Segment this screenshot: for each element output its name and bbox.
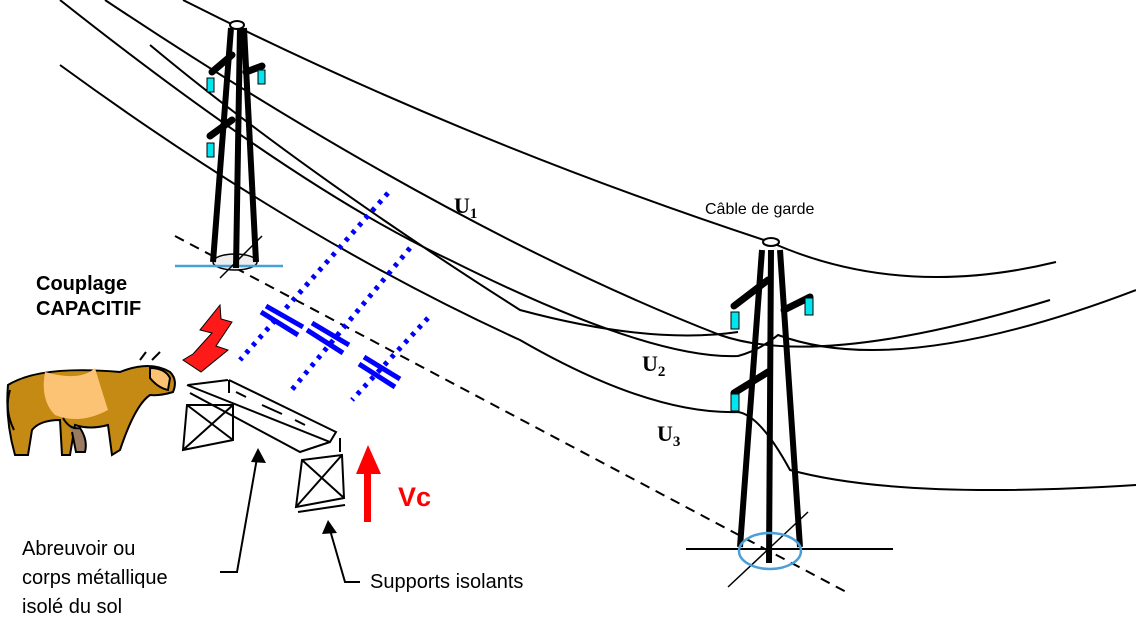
coupling-paths [238,191,430,402]
u2-symbol: U [642,351,658,376]
u1-symbol: U [454,193,470,218]
coupling-title-line2: CAPACITIF [36,298,142,320]
u1-label: U1 [454,193,477,223]
trough-note-line2: corps métallique [22,567,168,589]
u3-subscript: 3 [672,434,681,450]
supports-note: Supports isolants [370,571,524,593]
insulating-support-left [181,404,234,452]
u3-symbol: U [657,421,673,446]
line-axis-dashed [174,235,851,595]
left-pylon [175,20,283,279]
callout-arrow-supports [322,520,360,583]
metal-trough-icon [186,379,341,454]
conductor-u3 [59,64,1136,491]
u1-subscript: 1 [469,206,478,222]
insulating-support-right [294,453,346,513]
lightning-bolt-icon [182,303,233,373]
coupling-title-line1: Couplage [36,273,128,295]
capacitor-icon [259,303,402,390]
right-pylon-base-ring [737,531,803,571]
u2-label: U2 [642,351,665,381]
u3-label: U3 [657,421,680,451]
callout-arrow-trough [220,448,266,573]
power-lines [59,0,1136,491]
vc-label: Vc [398,482,432,512]
conductor-u1-upper [104,0,1051,348]
guard-cable [182,0,1057,279]
right-pylon [686,237,893,588]
u2-subscript: 2 [657,364,666,380]
conductor-u2 [59,0,1136,358]
trough-note: Abreuvoir ou corps métallique isolé du s… [22,535,168,622]
conductor-u1 [149,44,739,337]
up-arrow-icon [356,445,381,522]
guard-cable-label: Câble de garde [705,201,815,218]
trough-note-line3: isolé du sol [22,596,123,618]
trough-note-line1: Abreuvoir ou [22,538,136,560]
coupling-title: Couplage CAPACITIF [36,272,141,322]
cow-icon [6,351,176,457]
